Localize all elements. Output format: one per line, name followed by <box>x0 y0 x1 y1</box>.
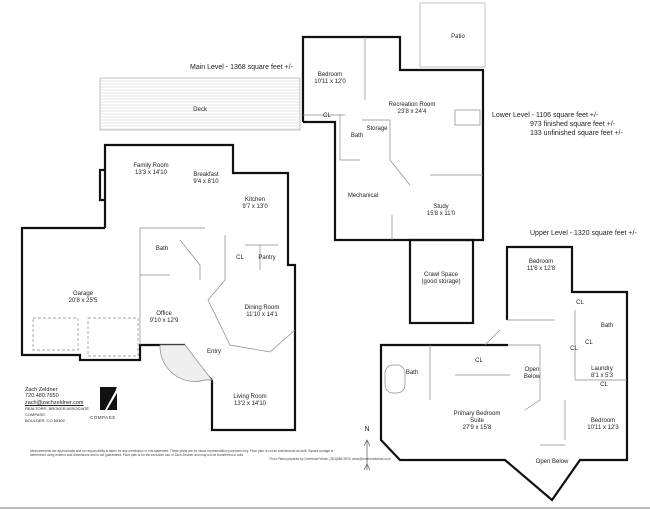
room-pantry: Pantry <box>258 255 276 261</box>
room-upper-cl-2: CL <box>585 340 593 346</box>
room-name: Garage <box>72 291 93 297</box>
room-upper-cl-1: CL <box>576 300 584 306</box>
room-size: 20'8 x 25'5 <box>68 298 98 304</box>
room-deck: Deck <box>193 107 207 113</box>
north-arrow-icon <box>363 439 371 471</box>
room-upper-cl-4: CL <box>600 382 608 388</box>
room-name: Suite <box>470 418 484 424</box>
lower-level-walls <box>301 35 485 325</box>
room-lower-cl: CL <box>323 113 331 119</box>
room-mechanical: Mechanical <box>347 193 379 199</box>
room-name: Bedroom <box>528 259 554 265</box>
agent-role: Realtor®, Broker Associate <box>25 405 90 411</box>
room-name: Primary Bedroom <box>453 411 501 417</box>
room-size: 9'10 x 12'9 <box>149 318 179 324</box>
room-name: Family Room <box>133 163 169 169</box>
room-size: 11'6 x 12'8 <box>526 266 556 272</box>
room-name: Office <box>156 311 172 317</box>
upper-level-title: Upper Level - 1320 square feet +/- <box>530 230 637 237</box>
disclaimer-credit: Floor Plans prepared by Overhead Views, … <box>269 457 391 461</box>
upper-level-interior <box>384 310 627 446</box>
room-size: 9'4 x 8'10 <box>193 179 219 185</box>
lower-level-title: Lower Level - 1106 square feet +/- <box>492 112 599 119</box>
room-cl: CL <box>236 255 244 261</box>
room-note: (good storage) <box>421 279 461 285</box>
compass-logo-icon <box>100 387 117 410</box>
room-name: Study <box>433 204 449 210</box>
compass-logo-text: COMPASS <box>90 415 116 420</box>
room-name: Bedroom <box>590 418 616 424</box>
room-size: 13'3 x 14'10 <box>135 170 167 176</box>
room-name: Living Room <box>233 394 267 400</box>
room-name: Dining Room <box>244 305 280 311</box>
disclaimer-line: Measurements are approximate and no resp… <box>30 449 334 453</box>
room-upper-cl-5: CL <box>475 358 483 364</box>
north-label: N <box>364 426 370 433</box>
room-name: Laundry <box>591 366 613 372</box>
lower-level-interior <box>303 37 483 240</box>
lower-level-finished: 973 finished square feet +/- <box>530 121 616 128</box>
room-open-below-2: Open Below <box>535 459 569 465</box>
room-size: 11'10 x 14'1 <box>246 312 278 318</box>
deck <box>99 77 301 131</box>
room-size: 10'11 x 12'3 <box>587 425 619 431</box>
lower-level-unfinished: 133 unfinished square feet +/- <box>530 130 623 137</box>
room-name: Kitchen <box>244 197 265 203</box>
main-level-interior <box>32 227 296 382</box>
room-name: Bedroom <box>317 72 343 78</box>
room-name: Recreation Room <box>388 102 436 108</box>
main-level-title: Main Level - 1368 square feet +/- <box>190 64 293 71</box>
disclaimer: Measurements are approximate and no resp… <box>30 449 630 461</box>
bottom-divider <box>0 507 650 509</box>
room-size: 10'11 x 12'0 <box>314 79 346 85</box>
room-storage: Storage <box>366 126 388 132</box>
disclaimer-line: determined using exterior wall dimension… <box>30 453 244 457</box>
room-size: 13'2 x 14'10 <box>234 401 266 407</box>
room-crawl-space: Crawl Space(good storage) <box>421 272 460 286</box>
agent-city: BOULDER, CO 80302 <box>25 418 65 424</box>
agent-phone: 720.480.7650 <box>25 393 59 400</box>
room-bath: Bath <box>155 246 169 252</box>
room-name: Crawl Space <box>423 272 458 278</box>
room-upper-bath-1: Bath <box>600 323 614 329</box>
label-line: Below <box>523 374 541 380</box>
room-lower-bath: Bath <box>350 133 364 139</box>
room-upper-bath-2: Bath <box>405 370 419 376</box>
patio <box>419 2 486 68</box>
room-size: 15'8 x 11'0 <box>426 211 456 217</box>
agent-email[interactable]: zach@zachzeldner.com <box>25 399 84 406</box>
room-upper-cl-3: CL <box>570 346 578 352</box>
room-size: 27'9 x 15'8 <box>462 425 492 431</box>
agent-info: Zach Zeldner 720.480.7650 zach@zachzeldn… <box>25 387 89 425</box>
upper-level-walls <box>379 245 629 502</box>
room-size: 8'1 x 5'3 <box>591 373 613 379</box>
room-patio: Patio <box>451 34 465 40</box>
agent-name: Zach Zeldner <box>25 387 58 393</box>
label-line: Open <box>524 367 540 373</box>
room-size: 9'7 x 13'0 <box>242 204 268 210</box>
room-size: 23'8 x 24'4 <box>397 109 427 115</box>
room-entry: Entry <box>206 349 222 355</box>
room-name: Breakfast <box>193 172 219 178</box>
agent-company: COMPASS <box>25 412 45 418</box>
